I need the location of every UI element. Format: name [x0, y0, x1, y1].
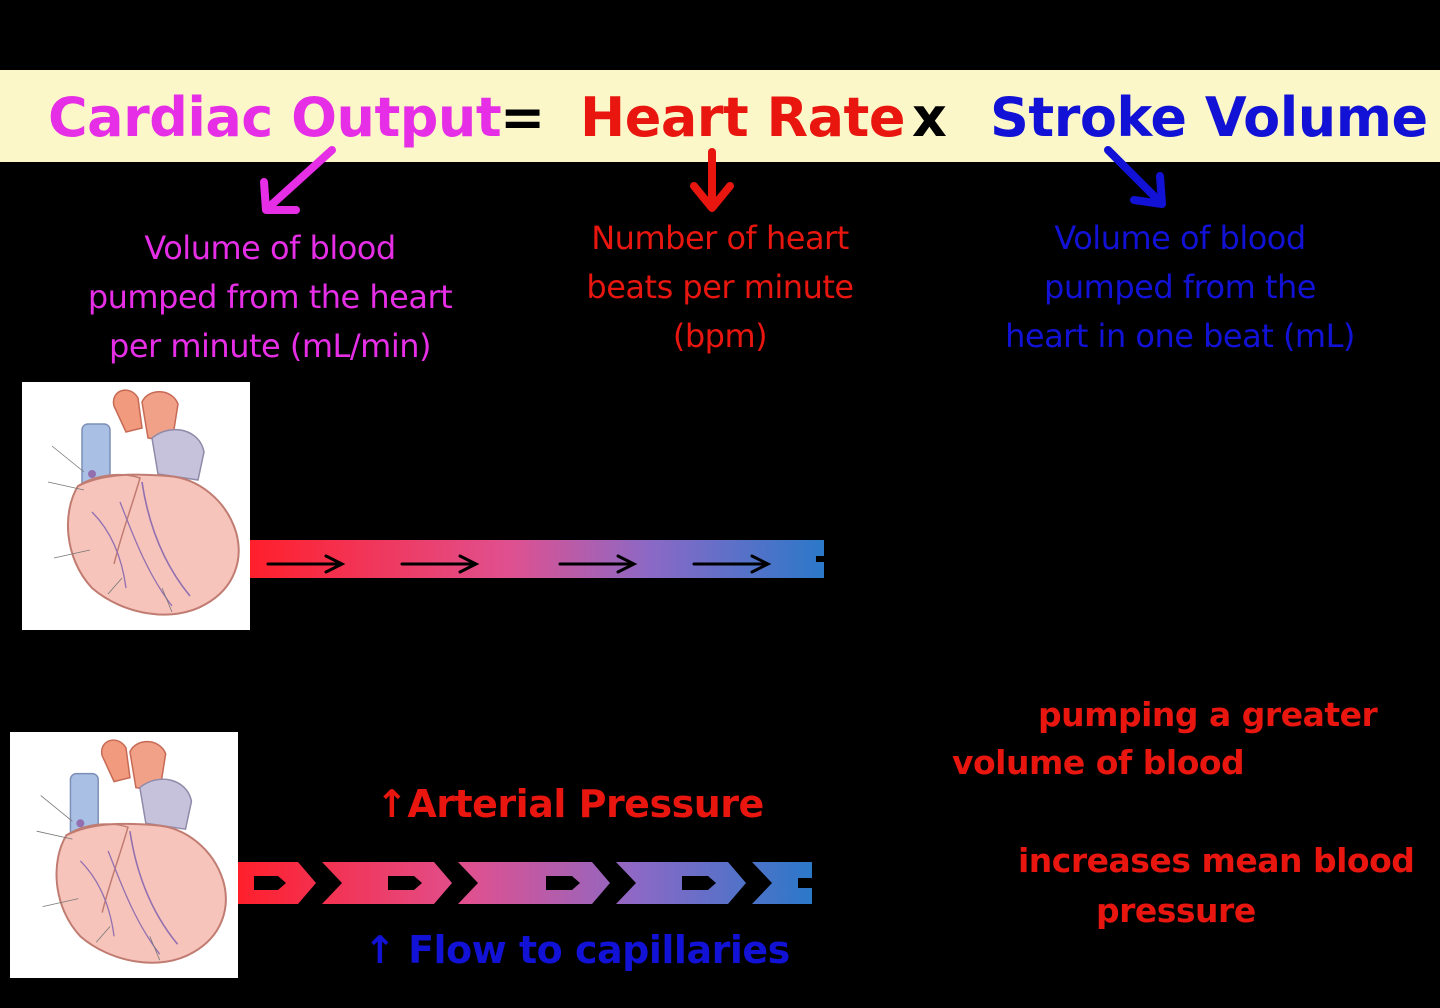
description-line: pumped from the: [1044, 268, 1316, 306]
note-pressure-line1: increases mean blood: [1018, 841, 1415, 880]
description-line: (bpm): [672, 317, 768, 355]
heart-rate-description: Number of heart beats per minute (bpm): [540, 214, 900, 361]
times-sign: x: [912, 86, 947, 149]
magenta-pointer-arrow-icon: [260, 146, 336, 214]
description-line: Volume of blood: [1054, 219, 1306, 257]
heart-anatomy-icon: [47, 389, 240, 616]
heart-anatomy-icon: [36, 739, 227, 964]
upper-flow-bar: [250, 540, 824, 578]
stroke-volume-term: Stroke Volume: [990, 86, 1428, 149]
top-heart-image: [22, 382, 250, 630]
note-volume-line1: pumping a greater: [1038, 695, 1378, 734]
lower-flow-bar: [238, 862, 812, 904]
description-line: per minute (mL/min): [109, 327, 431, 365]
description-line: heart in one beat (mL): [1005, 317, 1355, 355]
heart-rate-term: Heart Rate: [580, 86, 905, 149]
description-line: Volume of blood: [144, 229, 396, 267]
flow-to-capillaries-label: ↑ Flow to capillaries: [364, 928, 790, 972]
note-pressure-line2: pressure: [1096, 891, 1256, 930]
bottom-heart-image: [10, 732, 238, 978]
description-line: pumped from the heart: [87, 278, 453, 316]
equation-banner: [0, 70, 1440, 162]
blood-flow-arrow-icon: [250, 540, 824, 578]
arterial-pressure-label: ↑Arterial Pressure: [376, 782, 764, 826]
description-line: beats per minute: [586, 268, 854, 306]
description-line: Number of heart: [591, 219, 849, 257]
cardiac-output-description: Volume of blood pumped from the heart pe…: [60, 224, 480, 371]
red-pointer-arrow-icon: [690, 148, 734, 212]
blue-pointer-arrow-icon: [1104, 146, 1166, 208]
note-volume-line2: volume of blood: [952, 743, 1245, 782]
pointer-arrows: [260, 146, 1166, 214]
equals-sign: =: [500, 86, 545, 149]
stroke-volume-description: Volume of blood pumped from the heart in…: [980, 214, 1380, 361]
blood-flow-chevron-icon: [238, 862, 812, 904]
cardiac-output-term: Cardiac Output: [48, 86, 502, 149]
